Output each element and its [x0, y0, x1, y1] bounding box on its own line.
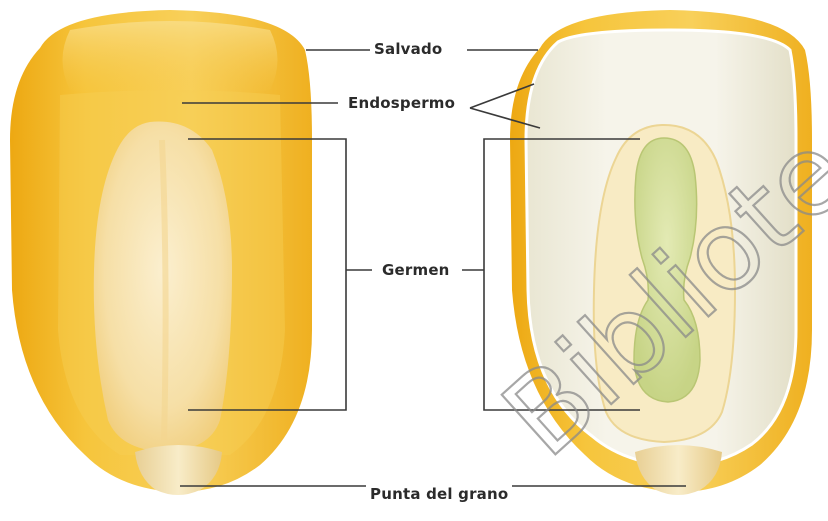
label-germ: Germen [378, 261, 454, 279]
label-endosperm: Endospermo [344, 94, 459, 112]
left-kernel-top-highlight [63, 21, 278, 98]
left-germ-ridge [162, 140, 166, 440]
label-bran: Salvado [370, 40, 446, 58]
left-kernel [10, 10, 312, 495]
label-tip: Punta del grano [366, 485, 512, 503]
